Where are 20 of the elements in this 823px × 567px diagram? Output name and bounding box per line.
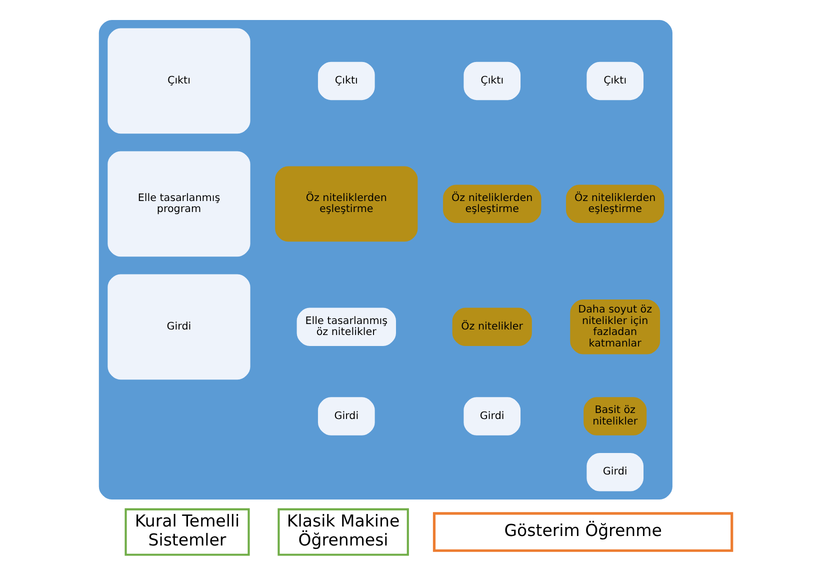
node-box: Girdi [318, 397, 375, 436]
node-box: Kural Temelli Sistemler [124, 508, 250, 556]
node-box: Basit öz nitelikler [584, 397, 647, 436]
node-box: Elle tasarlanmış öz nitelikler [296, 308, 396, 346]
node-box: Elle tasarlanmış program [108, 151, 250, 257]
node-box: Öz nitelikler [452, 308, 532, 346]
node-box: Çıktı [108, 28, 250, 134]
node-box: Gösterim Öğrenme [432, 512, 734, 552]
node-box: Çıktı [586, 62, 644, 100]
node-box: Girdi [464, 397, 521, 436]
node-box: Girdi [108, 274, 250, 380]
node-box: Öz niteliklerden eşleştirme [443, 184, 542, 224]
node-box: Öz niteliklerden eşleştirme [275, 166, 418, 242]
node-box: Daha soyut öz nitelikler için fazladan katmanlar [570, 300, 660, 354]
cluster [98, 20, 672, 500]
node-box: Çıktı [318, 62, 375, 100]
node-box: Çıktı [464, 62, 521, 100]
node-box: Öz niteliklerden eşleştirme [566, 184, 664, 224]
node-box: Klasik Makine Öğrenmesi [278, 508, 409, 556]
node-box: Girdi [586, 452, 644, 492]
